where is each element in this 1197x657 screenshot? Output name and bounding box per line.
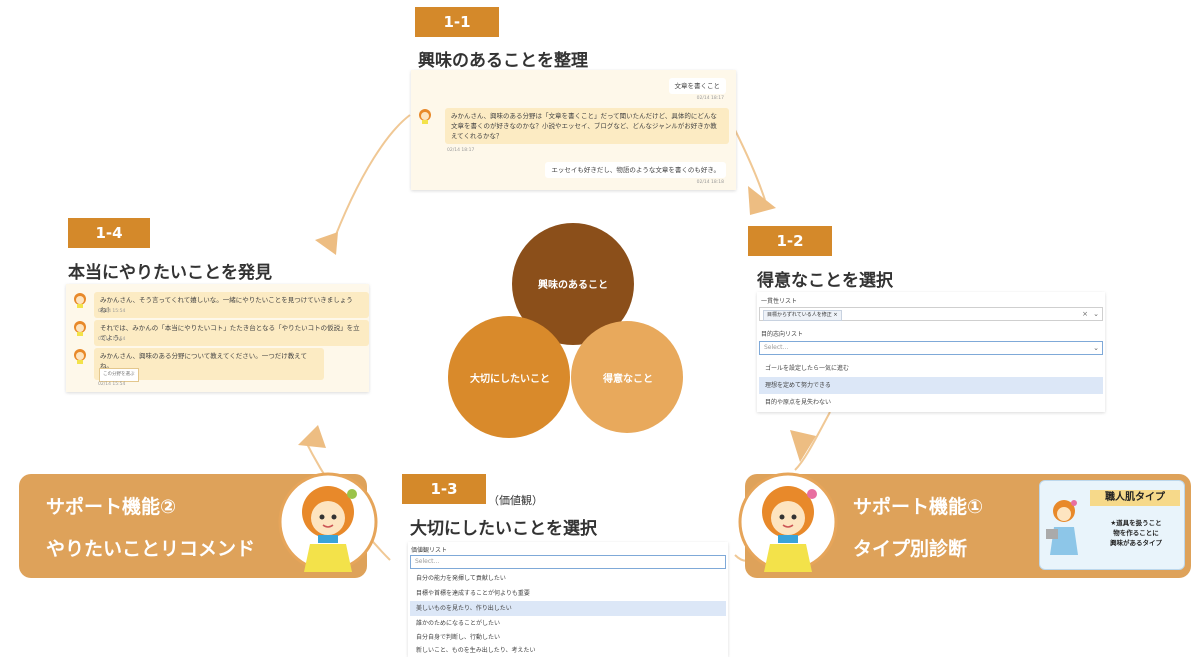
chat-message-bot: みかんさん、興味のある分野は「文章を書くこと」だって聞いたんだけど、具体的にどん… [445, 108, 729, 144]
chat-timestamp: 02/14 15:54 [98, 309, 126, 314]
chat-message-user: エッセイも好きだし、物語のような文章を書くのも好き。 [545, 162, 726, 178]
venn-label-values: 大切にしたいこと [470, 374, 550, 385]
values-list-label: 価値観リスト [411, 547, 448, 554]
mascot-avatar-icon [419, 109, 431, 124]
mascot-avatar-icon [74, 349, 86, 364]
chevron-down-icon[interactable]: ⌄ [1093, 344, 1099, 352]
values-form-panel: 価値観リスト Select... 自分の能力を発揮して貢献したい 目標や首標を達… [408, 542, 728, 657]
chat-message-bot: みかんさん、興味のある分野について教えてください。一つだけ教えてね。 この分野を… [94, 348, 324, 382]
venn-label-strength: 得意なこと [603, 374, 653, 385]
dropdown-option[interactable]: 自分の能力を発揮して貢献したい [416, 575, 506, 582]
dropdown-option[interactable]: 新しいこと、ものを生み出したり、考えたい [416, 647, 536, 654]
purpose-select[interactable]: Select... ⌄ [759, 341, 1103, 355]
step-1-3-subtitle: （価値観） [488, 494, 543, 507]
mascot-character-icon [278, 472, 378, 572]
dropdown-option[interactable]: ゴールを設定したら一気に進む [765, 365, 850, 372]
type-desc-line: 物を作ることに [1113, 529, 1159, 537]
step-1-2-title: 得意なことを選択 [757, 271, 893, 291]
select-placeholder: Select... [415, 558, 440, 565]
type-title: 職人肌タイプ [1090, 490, 1180, 506]
craftsman-mascot-icon [1046, 500, 1078, 555]
chat-timestamp: 02/14 18:18 [696, 180, 724, 185]
support-recommend-title: サポート機能② [46, 496, 177, 518]
consistency-list-label: 一貫性リスト [761, 298, 798, 305]
step-1-3-title: 大切にしたいことを選択 [410, 519, 597, 539]
chat-timestamp: 02/14 18:17 [447, 148, 475, 153]
dropdown-option[interactable]: 誰かのためになることがしたい [416, 620, 501, 627]
chat-message-bot: みかんさん、そう言ってくれて嬉しいな。一緒にやりたいことを見つけていきましょうね… [94, 292, 369, 318]
support-diagnosis-subtitle: タイプ別診断 [853, 538, 968, 560]
step-1-2-badge: 1-2 [748, 226, 832, 256]
strength-form-panel: 一貫性リスト 目標からずれている人を修正 × × ⌄ 目的志向リスト Selec… [757, 292, 1105, 412]
chat-timestamp: 02/14 15:54 [98, 382, 126, 387]
consistency-select[interactable]: 目標からずれている人を修正 × × ⌄ [759, 307, 1103, 321]
venn-circle-values [448, 316, 570, 438]
mascot-avatar-icon [74, 321, 86, 336]
step-1-3-badge: 1-3 [402, 474, 486, 504]
values-select[interactable]: Select... [410, 555, 726, 569]
step-1-4-title: 本当にやりたいことを発見 [68, 263, 272, 283]
clear-icon[interactable]: × [1082, 310, 1088, 318]
select-placeholder: Select... [764, 344, 789, 351]
chat-message-bot: それでは、みかんの「本当にやりたいコト」たたき台となる「やりたいコトの仮説」を立… [94, 320, 369, 346]
discover-chat-panel: みかんさん、そう言ってくれて嬉しいな。一緒にやりたいことを見つけていきましょうね… [66, 284, 369, 392]
dropdown-option[interactable]: 目標や首標を達成することが何よりも重要 [416, 590, 530, 597]
step-1-1-badge: 1-1 [415, 7, 499, 37]
venn-label-interest: 興味のあること [538, 280, 608, 291]
chat-message-text: みかんさん、興味のある分野について教えてください。一つだけ教えてね。 [100, 352, 307, 370]
step-1-4-badge: 1-4 [68, 218, 150, 248]
chat-timestamp: 02/14 18:17 [696, 96, 724, 101]
mascot-character-icon [738, 472, 838, 572]
dropdown-option[interactable]: 美しいものを見たり、作り出したい [410, 601, 726, 616]
venn-circle-interest [512, 223, 634, 345]
chat-timestamp: 02/14 15:54 [98, 337, 126, 342]
dropdown-option[interactable]: 理想を定めて努力できる [759, 377, 1103, 394]
type-desc-line: 興味があるタイプ [1110, 539, 1162, 547]
chevron-down-icon[interactable]: ⌄ [1093, 310, 1099, 318]
venn-circle-strength [571, 321, 683, 433]
support-recommend-subtitle: やりたいことリコメンド [46, 538, 256, 560]
chat-message-user: 文章を書くこと [668, 78, 726, 94]
mascot-avatar-icon [74, 293, 86, 308]
venn-diagram [448, 223, 683, 438]
dropdown-option[interactable]: 自分自身で判断し、行動したい [416, 634, 501, 641]
type-result-card: 職人肌タイプ ★道具を扱うこと 物を作ることに 興味があるタイプ [1039, 480, 1185, 570]
purpose-list-label: 目的志向リスト [761, 331, 804, 338]
selected-tag[interactable]: 目標からずれている人を修正 × [763, 310, 842, 321]
type-desc-line: ★道具を扱うこと [1110, 519, 1162, 527]
interest-chat-panel: 文章を書くこと 02/14 18:17 みかんさん、興味のある分野は「文章を書く… [411, 70, 736, 190]
step-1-1-title: 興味のあることを整理 [418, 51, 588, 71]
choose-field-button[interactable]: この分野を選ぶ [99, 368, 139, 382]
support-diagnosis-title: サポート機能① [853, 496, 984, 518]
dropdown-option[interactable]: 目的や原点を見失わない [765, 399, 832, 406]
